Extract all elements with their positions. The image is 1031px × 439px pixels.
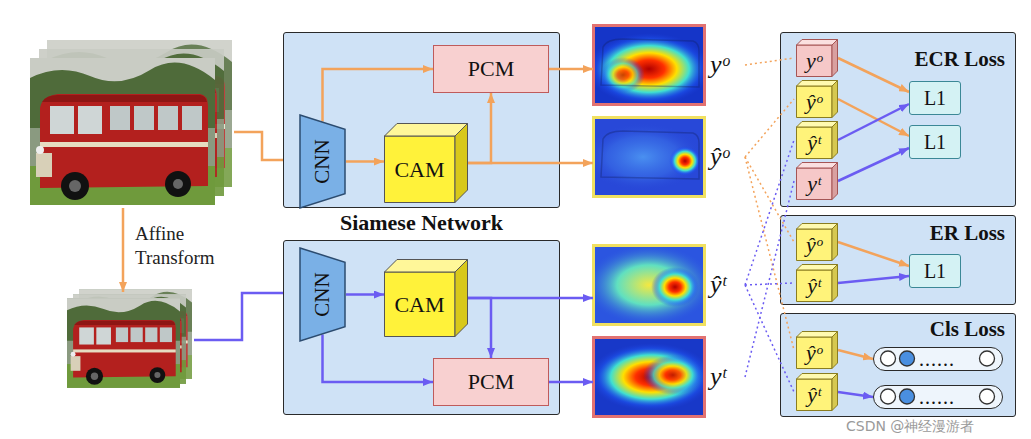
node-text: CNN — [310, 139, 335, 183]
label-cube: yᵒ — [796, 39, 838, 77]
label-cube: ŷᵒ — [796, 223, 838, 261]
arrow-connector — [838, 58, 909, 92]
dotted-connector — [745, 157, 794, 350]
node-text: ŷᵒ — [806, 232, 822, 258]
node-text: yᵒ — [710, 50, 729, 80]
node-text: CNN — [310, 272, 335, 316]
heatmap-image — [587, 25, 711, 105]
label-cube: ŷᵒ — [796, 80, 838, 118]
arrow-connector — [838, 99, 909, 136]
node-text: L1 — [924, 87, 946, 110]
arrow-connector — [323, 69, 434, 122]
input-arrow — [194, 293, 296, 340]
node-text: ŷᵗ — [710, 270, 726, 300]
network-box: CNN CAM PCM — [283, 240, 560, 415]
dotted-connector — [745, 140, 794, 285]
node-text: CAM — [394, 157, 444, 183]
arrow-connector — [838, 276, 909, 283]
score-bar: ...... — [873, 347, 1003, 371]
pcm-module: PCM — [433, 45, 549, 93]
label-cube: ŷᵒ — [796, 331, 838, 369]
network-box: Siamese NetworkPCMCNNCAM — [283, 32, 560, 208]
pcm-module: PCM — [433, 358, 549, 406]
loss-panel: ER LossŷᵒŷᵗL1 — [780, 215, 1016, 305]
dotted-connector — [745, 99, 794, 157]
heatmap-output: ŷᵒ — [593, 117, 743, 197]
label-cube: yᵗ — [796, 162, 838, 200]
arrow-connector — [838, 350, 873, 359]
l1-box: L1 — [909, 254, 961, 288]
node-text: yᵒ — [806, 48, 822, 74]
node-text: ŷᵗ — [807, 130, 820, 156]
node-text: L1 — [924, 131, 946, 154]
heatmap-image — [589, 337, 713, 417]
loss-panel: Cls Lossŷᵒŷᵗ............ — [780, 313, 1016, 417]
cam-cube: CAM — [384, 259, 468, 337]
node-text: ...... — [919, 390, 955, 404]
l1-box: L1 — [909, 81, 961, 115]
heatmap-image — [583, 117, 705, 197]
cnn-trapezoid: CNN — [299, 247, 346, 342]
heatmap-output: yᵗ — [593, 337, 743, 417]
node-text: CAM — [394, 292, 444, 318]
arrow-connector — [838, 148, 909, 181]
label-cube: ŷᵗ — [796, 373, 838, 411]
arrow-connector — [468, 298, 491, 358]
node-text: yᵗ — [807, 171, 820, 197]
arrow-connector — [838, 104, 909, 140]
arrow-connector — [468, 162, 593, 165]
arrow-connector — [838, 392, 873, 397]
node-text: PCM — [468, 369, 514, 395]
input-image — [30, 40, 232, 205]
label-cube: ŷᵗ — [796, 264, 838, 302]
transform-label: Affine Transform — [135, 222, 240, 270]
arrow-connector — [346, 293, 384, 296]
label-cube: ŷᵗ — [796, 121, 838, 159]
heatmap-image — [585, 245, 713, 325]
cam-cube: CAM — [384, 123, 468, 203]
cnn-trapezoid: CNN — [299, 114, 346, 209]
node-text: ŷᵒ — [806, 340, 822, 366]
node-text: ŷᵗ — [807, 273, 820, 299]
node-text: Siamese Network — [284, 211, 559, 235]
arrow-connector — [346, 160, 384, 163]
dotted-connector — [745, 181, 794, 377]
affine-arrow — [122, 208, 125, 292]
node-text: yᵗ — [710, 362, 726, 392]
node-text: ŷᵒ — [710, 142, 729, 172]
heatmap-output: yᵒ — [593, 25, 743, 105]
node-text: ŷᵒ — [806, 89, 822, 115]
transformed-image — [67, 289, 192, 388]
arrow-connector — [323, 334, 434, 382]
loss-panel: ECR LossyᵒŷᵒŷᵗyᵗL1L1 — [780, 32, 1016, 207]
watermark: CSDN @神经漫游者 — [846, 418, 974, 436]
node-text: ŷᵗ — [807, 382, 820, 408]
node-text: L1 — [924, 260, 946, 283]
node-text: PCM — [468, 56, 514, 82]
dotted-connector — [745, 157, 794, 242]
arrow-connector — [549, 68, 593, 71]
score-bar: ...... — [873, 385, 1003, 409]
arrow-connector — [549, 381, 593, 384]
heatmap-output: ŷᵗ — [593, 245, 743, 325]
l1-box: L1 — [909, 125, 961, 159]
dotted-connector — [745, 285, 794, 392]
dotted-connector — [745, 283, 794, 285]
arrow-connector — [468, 297, 593, 300]
arrow-connector — [468, 93, 491, 163]
arrow-connector — [838, 242, 909, 266]
node-text: ...... — [919, 352, 955, 366]
dotted-connector — [745, 58, 794, 65]
